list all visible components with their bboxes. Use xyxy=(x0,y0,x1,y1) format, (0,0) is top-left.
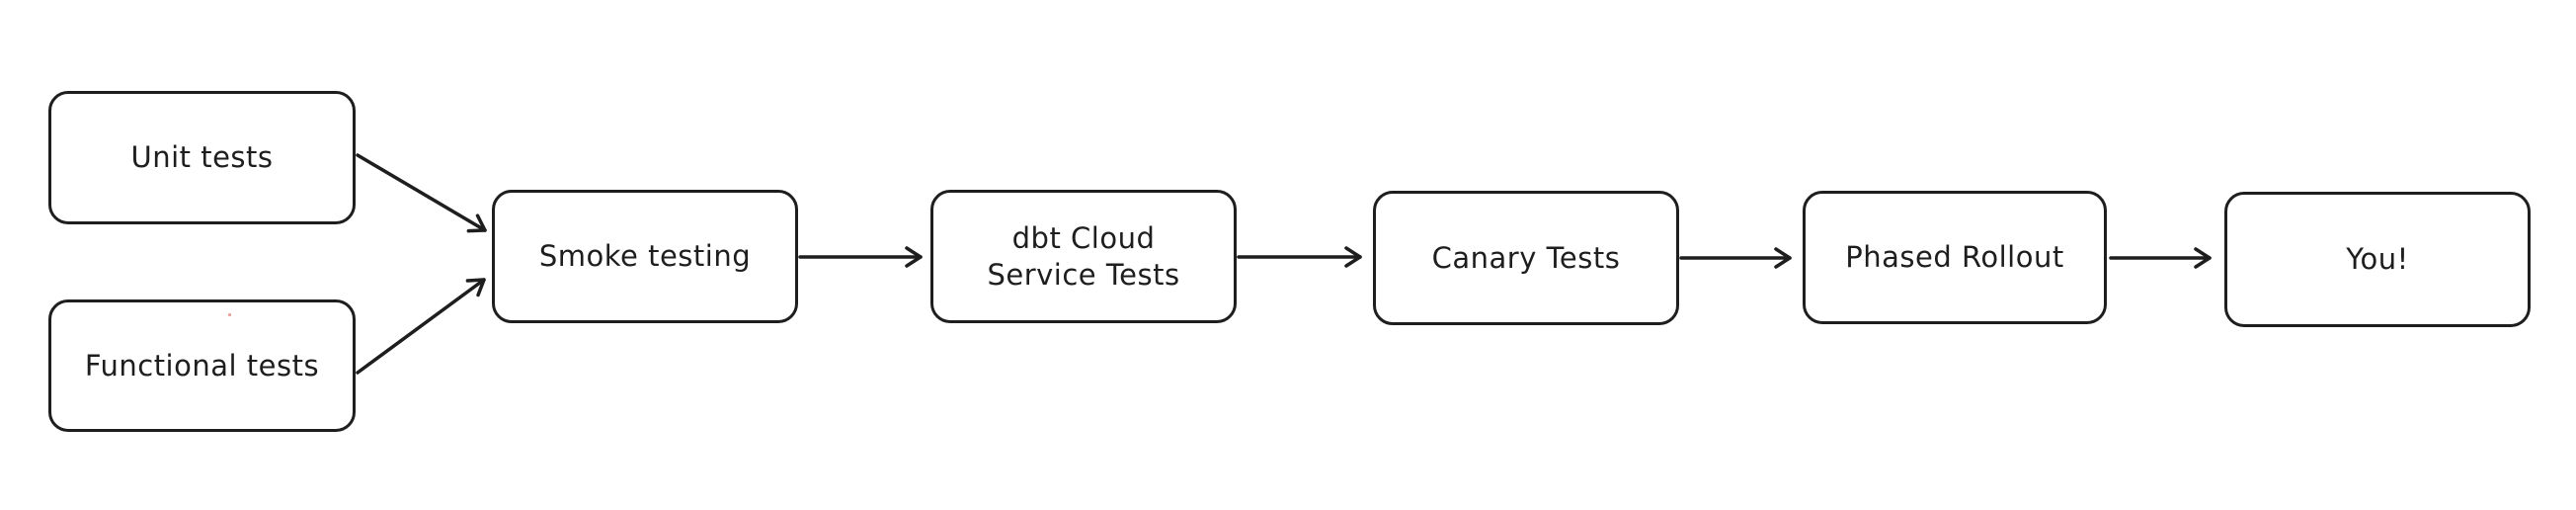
node-phased-rollout: Phased Rollout xyxy=(1803,191,2107,324)
node-functional-tests: Functional tests xyxy=(48,299,356,432)
node-you-label: You! xyxy=(2346,242,2409,277)
node-you: You! xyxy=(2224,192,2531,327)
node-canary-tests: Canary Tests xyxy=(1373,191,1679,325)
stray-red-mark xyxy=(228,313,231,316)
node-functional-tests-label: Functional tests xyxy=(84,348,320,382)
edge-functional-tests-to-smoke-testing xyxy=(356,278,486,375)
node-dbt-cloud-service-tests: dbt Cloud Service Tests xyxy=(930,190,1237,323)
node-phased-rollout-label: Phased Rollout xyxy=(1845,240,2064,275)
node-canary-tests-label: Canary Tests xyxy=(1431,240,1621,275)
edge-unit-tests-to-smoke-testing xyxy=(356,153,487,233)
node-unit-tests-label: Unit tests xyxy=(130,140,274,175)
node-smoke-testing: Smoke testing xyxy=(492,190,798,323)
node-smoke-testing-label: Smoke testing xyxy=(538,239,752,274)
node-dbt-cloud-service-tests-label: dbt Cloud Service Tests xyxy=(987,221,1180,292)
node-unit-tests: Unit tests xyxy=(48,91,356,224)
